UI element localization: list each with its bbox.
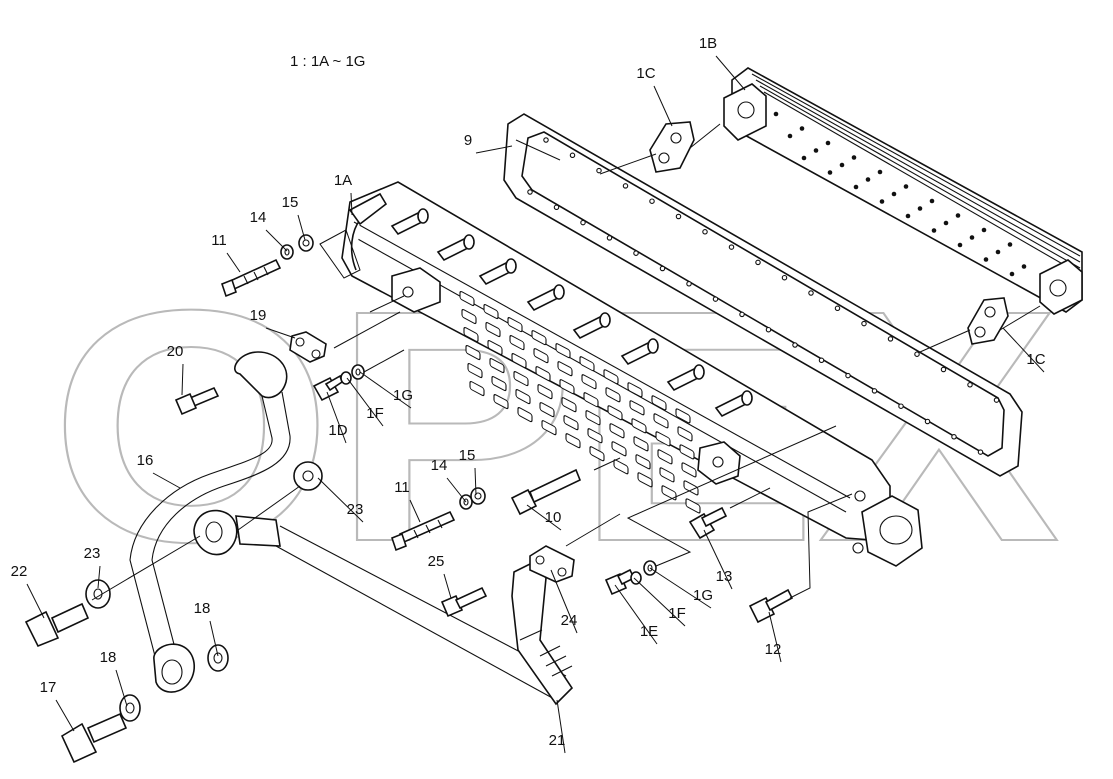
callout-c-9: 9 bbox=[464, 132, 513, 154]
washer-23-mid bbox=[293, 461, 323, 491]
callout-c-1e: 1E bbox=[614, 584, 658, 645]
callout-c-11-mid: 11 bbox=[394, 479, 421, 523]
bolt-11-top bbox=[221, 258, 282, 298]
bolt-1d bbox=[312, 374, 343, 402]
callout-c-19: 19 bbox=[250, 307, 296, 339]
bolt-12 bbox=[748, 588, 794, 624]
bolt-25 bbox=[440, 586, 488, 618]
washer-18-bot bbox=[119, 694, 141, 722]
callout-text-c-9: 9 bbox=[464, 132, 472, 149]
callout-c-12: 12 bbox=[765, 611, 782, 663]
callout-c-21: 21 bbox=[549, 699, 566, 754]
gasket-19 bbox=[289, 331, 327, 363]
callout-text-c-15-top: 15 bbox=[282, 194, 299, 211]
callout-text-c-12: 12 bbox=[765, 641, 782, 658]
washer-23-left bbox=[85, 579, 111, 609]
callout-text-c-11-top: 11 bbox=[211, 232, 227, 249]
callout-text-c-1c-right: 1C bbox=[1026, 351, 1045, 368]
callout-text-c-19: 19 bbox=[250, 307, 267, 324]
gasket-24 bbox=[529, 545, 575, 583]
callout-c-20: 20 bbox=[167, 343, 184, 396]
callout-c-1f-bot: 1F bbox=[633, 577, 686, 627]
banjo-bolt-17 bbox=[60, 712, 128, 764]
callout-text-c-22: 22 bbox=[11, 563, 28, 580]
callout-text-c-13: 13 bbox=[716, 568, 733, 585]
callout-text-c-1g-bot: 1G bbox=[693, 587, 713, 604]
callout-c-1a: 1A bbox=[334, 172, 353, 216]
callout-c-23-mid: 23 bbox=[317, 477, 364, 523]
callout-c-1g-top: 1G bbox=[359, 371, 413, 409]
callout-text-c-24: 24 bbox=[561, 612, 578, 629]
banjo-bolt-22 bbox=[24, 602, 90, 648]
callout-c-25: 25 bbox=[428, 553, 452, 599]
bolt-13 bbox=[688, 506, 728, 540]
callout-text-c-15-mid: 15 bbox=[459, 447, 476, 464]
callout-c-17: 17 bbox=[40, 679, 75, 732]
callout-text-c-1g-top: 1G bbox=[393, 387, 413, 404]
diagram-title: 1 : 1A ~ 1G bbox=[290, 53, 365, 70]
callout-text-c-23-mid: 23 bbox=[347, 501, 364, 518]
callout-text-c-18-bot: 18 bbox=[100, 649, 117, 666]
callout-text-c-14-top: 14 bbox=[250, 209, 267, 226]
callout-c-15-mid: 15 bbox=[459, 447, 477, 496]
callout-text-c-20: 20 bbox=[167, 343, 184, 360]
bolt-11-mid bbox=[391, 510, 456, 552]
callout-text-c-17: 17 bbox=[40, 679, 57, 696]
callout-text-c-1f-top: 1F bbox=[366, 405, 384, 422]
callout-c-14-top: 14 bbox=[250, 209, 288, 252]
washer-1f-top bbox=[340, 371, 352, 385]
callout-c-1f-top: 1F bbox=[346, 377, 384, 427]
oil-cooler-element-1b bbox=[723, 67, 1083, 315]
washer-1g-top bbox=[351, 364, 365, 380]
callout-c-24: 24 bbox=[550, 569, 578, 634]
callout-text-c-1f-bot: 1F bbox=[668, 605, 686, 622]
callout-c-18-bot: 18 bbox=[100, 649, 128, 707]
callout-text-c-1b: 1B bbox=[699, 35, 717, 52]
callout-text-c-10: 10 bbox=[545, 509, 562, 526]
callout-c-15-top: 15 bbox=[282, 194, 306, 241]
callout-text-c-1e: 1E bbox=[640, 623, 658, 640]
callout-text-c-21: 21 bbox=[549, 732, 566, 749]
gasket-1c-right bbox=[967, 297, 1009, 345]
callout-c-11-top: 11 bbox=[211, 232, 241, 273]
callout-c-23-left: 23 bbox=[84, 545, 101, 589]
callout-c-1c-top: 1C bbox=[636, 65, 673, 127]
callout-text-c-18-top: 18 bbox=[194, 600, 211, 617]
washer-18-top bbox=[207, 644, 229, 672]
washer-1f-bot bbox=[630, 571, 642, 585]
callout-c-1d: 1D bbox=[326, 391, 348, 444]
callout-text-c-25: 25 bbox=[428, 553, 445, 570]
callout-text-c-14-mid: 14 bbox=[431, 457, 448, 474]
gasket-1c-top bbox=[649, 121, 695, 173]
callout-c-22: 22 bbox=[11, 563, 45, 619]
callout-text-c-23-left: 23 bbox=[84, 545, 101, 562]
callout-text-c-11-mid: 11 bbox=[394, 479, 410, 496]
callout-text-c-16: 16 bbox=[137, 452, 154, 469]
bolt-20 bbox=[174, 386, 220, 416]
callout-labels: 1B 1C 9 1A 15 14 11 19 20 1G 1F 1D 16 1C 15 14 11 10 23 23 2… bbox=[11, 35, 1046, 754]
cooler-gasket-9 bbox=[503, 113, 1023, 477]
callout-text-c-1c-top: 1C bbox=[636, 65, 655, 82]
callout-c-10: 10 bbox=[526, 504, 562, 531]
washer-15-top bbox=[298, 234, 314, 252]
oil-pipe-16 bbox=[129, 351, 291, 693]
callout-c-13: 13 bbox=[703, 529, 733, 590]
callout-c-16: 16 bbox=[137, 452, 181, 489]
callout-c-1c-right: 1C bbox=[1002, 327, 1046, 373]
callout-c-14-mid: 14 bbox=[431, 457, 467, 503]
callout-c-18-top: 18 bbox=[194, 600, 219, 657]
assembly-guide-lines bbox=[91, 123, 1041, 601]
callout-c-1b: 1B bbox=[699, 35, 746, 91]
callout-text-c-1a: 1A bbox=[334, 172, 352, 189]
callout-c-1g-bot: 1G bbox=[649, 567, 713, 609]
callout-text-c-1d: 1D bbox=[328, 422, 347, 439]
bolt-10 bbox=[510, 468, 582, 516]
washer-15-mid bbox=[470, 487, 486, 505]
